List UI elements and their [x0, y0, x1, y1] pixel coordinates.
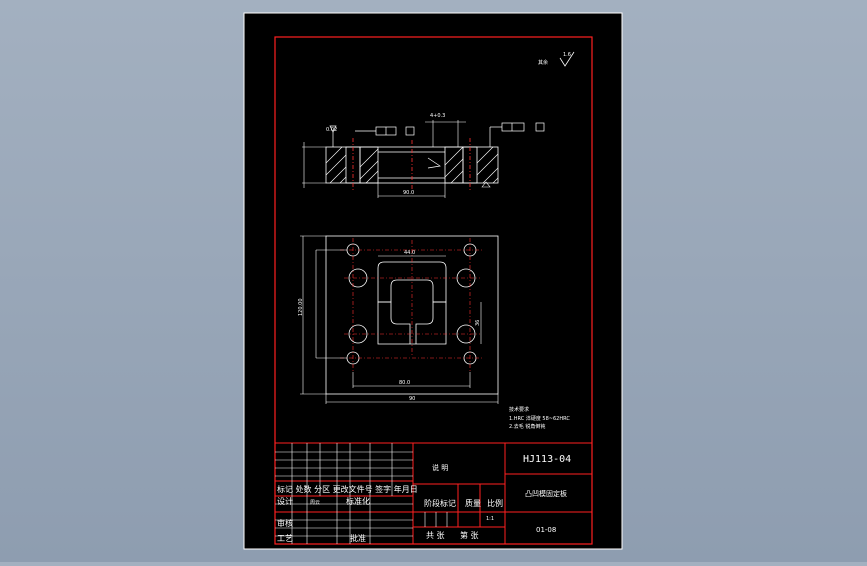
roughness-value: 1.6 [563, 52, 571, 58]
title-block [275, 442, 592, 544]
part-name: 凸凹模固定板 [525, 489, 567, 498]
plan-centerlines [340, 238, 484, 372]
sheet-label: 第 张 [460, 530, 479, 540]
section-arrow [427, 157, 441, 169]
scale-label: 比例 [487, 498, 503, 508]
top-dimension [425, 120, 466, 147]
material: 01-08 [536, 526, 556, 534]
designer-name: 周云 [310, 500, 320, 506]
stage-label: 阶段标记 [424, 498, 456, 508]
plan-dimensions [300, 235, 499, 404]
feature-control-frames [329, 122, 545, 147]
section-dim-text: 90.0 [403, 190, 414, 196]
approve-label: 批准 [350, 533, 366, 543]
review-label: 审核 [277, 518, 293, 528]
notes-label: 说 明 [432, 463, 448, 472]
plan-top-dim: 44.0 [404, 250, 415, 256]
flat-note: 0.02 [326, 127, 337, 133]
plan-right-dim: 36 [475, 320, 481, 326]
designer-label: 设计 [277, 496, 293, 506]
plan-overall-dim: 90 [409, 396, 415, 402]
process-label: 工艺 [277, 534, 293, 543]
plan-side-dim: 120.00 [298, 299, 304, 317]
datum-triangle [481, 181, 491, 188]
revision-row: 标记 处数 分区 更改文件号 签字 年月日 [277, 484, 418, 494]
drawing-number: HJ113-04 [523, 454, 571, 465]
weight-label: 质量 [465, 498, 481, 508]
tech-notes: 技术要求 1.HRC 淬硬度 58~62HRC 2.去毛 锐角倒钝 [509, 406, 570, 430]
tech-notes-line2: 2.去毛 锐角倒钝 [509, 423, 545, 430]
section-hatching [325, 146, 499, 184]
plan-bottom-dim: 80.0 [399, 380, 410, 386]
sheets-label: 共 张 [426, 531, 445, 540]
section-bottom-dim [377, 183, 446, 198]
roughness-symbol: 其余 1.6 [538, 51, 575, 67]
drawing-border [274, 36, 593, 545]
section-height-dim [302, 142, 326, 188]
title-block-grid [275, 443, 448, 544]
scale-value: 1:1 [486, 516, 494, 522]
tech-notes-heading: 技术要求 [509, 406, 529, 413]
section-view [325, 138, 499, 190]
tech-notes-line1: 1.HRC 淬硬度 58~62HRC [509, 415, 570, 422]
standardize-label: 标准化 [346, 496, 370, 506]
roughness-note: 其余 [538, 59, 548, 66]
top-dimension-text: 4+0.3 [430, 113, 445, 119]
